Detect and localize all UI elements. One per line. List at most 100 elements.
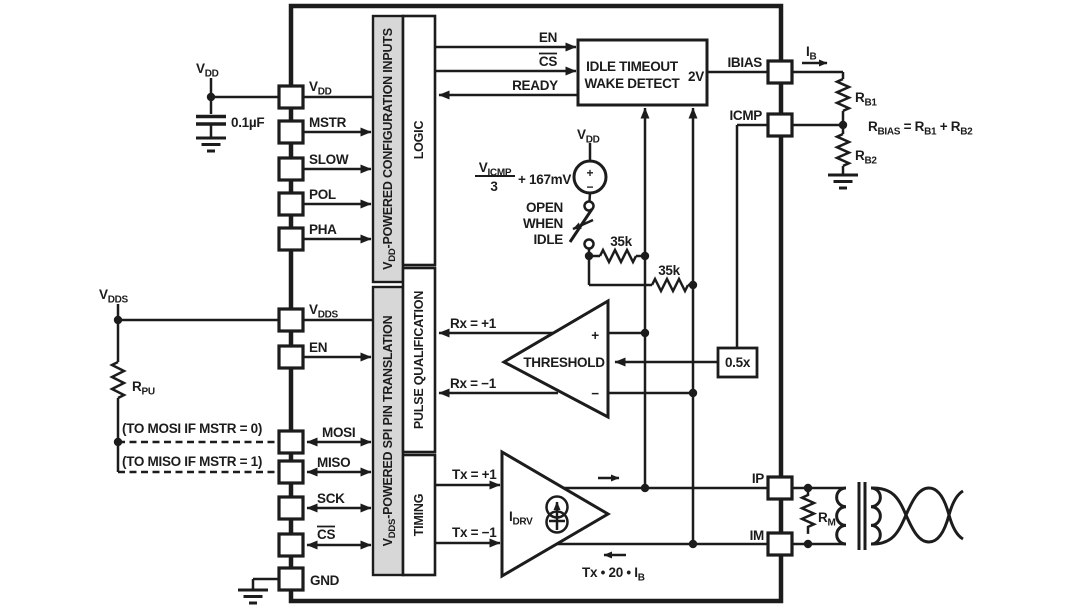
pin-cs [277, 532, 305, 558]
ext-bias-resistors: IB RB1 RBIAS = RB1 + RB2 RB2 [792, 44, 973, 190]
idrv-label: IDRV [509, 509, 533, 528]
fraction-denominator: 3 [490, 179, 498, 194]
pin-slow-label: SLOW [309, 152, 349, 167]
ib-label: IB [806, 44, 816, 63]
rb2-label: RB2 [855, 148, 877, 167]
config-inputs-bar: VDD-POWERED CONFIGURATION INPUTS [371, 14, 405, 284]
resistor-rb2 [833, 132, 853, 168]
pin-ibias [766, 59, 794, 85]
cs-signal-label: CS [539, 54, 557, 69]
rpu-label: RPU [132, 379, 155, 398]
note-miso: (TO MISO IF MSTR = 1) [122, 454, 262, 469]
rm-label: RM [818, 510, 835, 529]
pin-miso-label: MISO [317, 455, 350, 470]
switch-terminal-top [583, 200, 595, 212]
transformer-primary [835, 486, 847, 546]
pin-cs-label: CS [317, 527, 335, 542]
sense-lines [640, 107, 698, 544]
note-mosi: (TO MOSI IF MSTR = 0) [122, 421, 262, 436]
switch-terminal-bottom [583, 238, 595, 250]
twisted-pair-wire-a [870, 486, 964, 544]
spi-translation-bar: VDDS-POWERED SPI PIN TRANSLATION [371, 285, 405, 577]
chip-outline [288, 3, 784, 604]
resistor-rpu [109, 360, 127, 400]
pin-vdd-label: VDD [309, 79, 332, 98]
ext-vdds-pullup: VDDS RPU (TO MOSI IF MSTR = 0) (TO MISO … [99, 287, 279, 474]
idle-timeout-label-1: IDLE TIMEOUT [586, 59, 679, 74]
pin-wires [303, 95, 373, 550]
vicmp-label: VICMP [479, 160, 512, 179]
en-signal-label: EN [539, 30, 557, 45]
twisted-pair-wire-b [870, 486, 964, 546]
ext-vdds-label: VDDS [99, 287, 129, 306]
config-inputs-bar-label: VDD-POWERED CONFIGURATION INPUTS [381, 28, 398, 270]
right-pins: IBIAS ICMP IP IM [727, 55, 794, 557]
pin-ibias-label: IBIAS [727, 55, 762, 70]
pin-icmp [766, 112, 794, 138]
ext-ground [238, 577, 279, 605]
open-when-idle-1: OPEN [526, 200, 563, 215]
threshold-label: THRESHOLD [523, 355, 605, 370]
resistor-rb1 [833, 77, 853, 113]
pin-ip [766, 475, 794, 501]
pin-sck [277, 495, 305, 521]
junction-dots [640, 251, 698, 549]
switch-motion-arrow [572, 218, 594, 231]
pin-mosi-label: MOSI [322, 425, 355, 440]
open-when-idle-3: IDLE [533, 232, 563, 247]
capacitor-label: 0.1µF [231, 115, 264, 130]
bias-vdd-label: VDD [577, 127, 600, 146]
ext-vdd-decoupling: VDD 0.1µF [196, 61, 279, 153]
bias-network: VDD + − VICMP 3 + 167mV OPEN WHEN IDLE 3… [475, 127, 693, 294]
pin-mosi [277, 429, 305, 455]
resistor-rm [798, 488, 818, 534]
rx-plus-label: Rx = +1 [450, 316, 497, 331]
timing-block: TIMING [401, 453, 437, 577]
rbias-equation: RBIAS = RB1 + RB2 [868, 119, 973, 138]
pin-im-label: IM [750, 528, 764, 543]
pin-ip-label: IP [752, 471, 764, 486]
pin-miso [277, 459, 305, 485]
pin-pha [277, 226, 305, 252]
pin-gnd-label: GND [310, 573, 340, 588]
left-pins: VDD MSTR SLOW POL PHA VDDS EN MOSI MISO … [277, 79, 356, 592]
ready-signal-label: READY [512, 78, 558, 93]
pulse-qualification-label: PULSE QUALIFICATION [412, 291, 426, 429]
ext-transformer: RM [792, 482, 964, 550]
tx-current-label: Tx • 20 • IB [582, 565, 645, 584]
ground-symbol [238, 588, 268, 605]
ext-vdd-label: VDD [196, 61, 219, 80]
resistor-35k-1 [598, 247, 638, 265]
resistor-35k-2-label: 35k [658, 263, 680, 278]
offset-label: + 167mV [518, 172, 571, 187]
gain-block: 0.5x [716, 123, 768, 379]
threshold-minus: − [591, 386, 599, 401]
pin-slow [277, 156, 305, 182]
pin-icmp-label: ICMP [729, 108, 762, 123]
threshold-comparator: THRESHOLD + − Rx = +1 Rx = −1 [438, 298, 718, 420]
gain-label: 0.5x [725, 355, 751, 370]
pin-im [766, 531, 794, 557]
pin-pha-label: PHA [309, 222, 337, 237]
pin-pol [277, 191, 305, 217]
resistor-35k-2 [650, 276, 690, 294]
pin-en-label: EN [309, 340, 327, 355]
pin-pol-label: POL [309, 187, 336, 202]
logic-block: LOGIC [401, 14, 437, 267]
idle-timeout-2v-label: 2V [688, 69, 704, 84]
logic-block-label: LOGIC [412, 121, 426, 160]
rb1-label: RB1 [855, 90, 877, 109]
pin-mstr [277, 119, 305, 145]
pin-sck-label: SCK [317, 491, 345, 506]
pin-vdd [277, 84, 305, 110]
source-plus: + [586, 166, 593, 180]
idle-timeout-label-2: WAKE DETECT [585, 76, 681, 91]
output-driver: Tx = +1 Tx = −1 IDRV Tx • 20 • IB [435, 449, 768, 584]
threshold-plus: + [591, 328, 599, 343]
rx-minus-label: Rx = −1 [450, 376, 497, 391]
pin-en [277, 344, 305, 370]
current-source-icon [545, 495, 569, 534]
spi-translation-bar-label: VDDS-POWERED SPI PIN TRANSLATION [381, 315, 398, 546]
